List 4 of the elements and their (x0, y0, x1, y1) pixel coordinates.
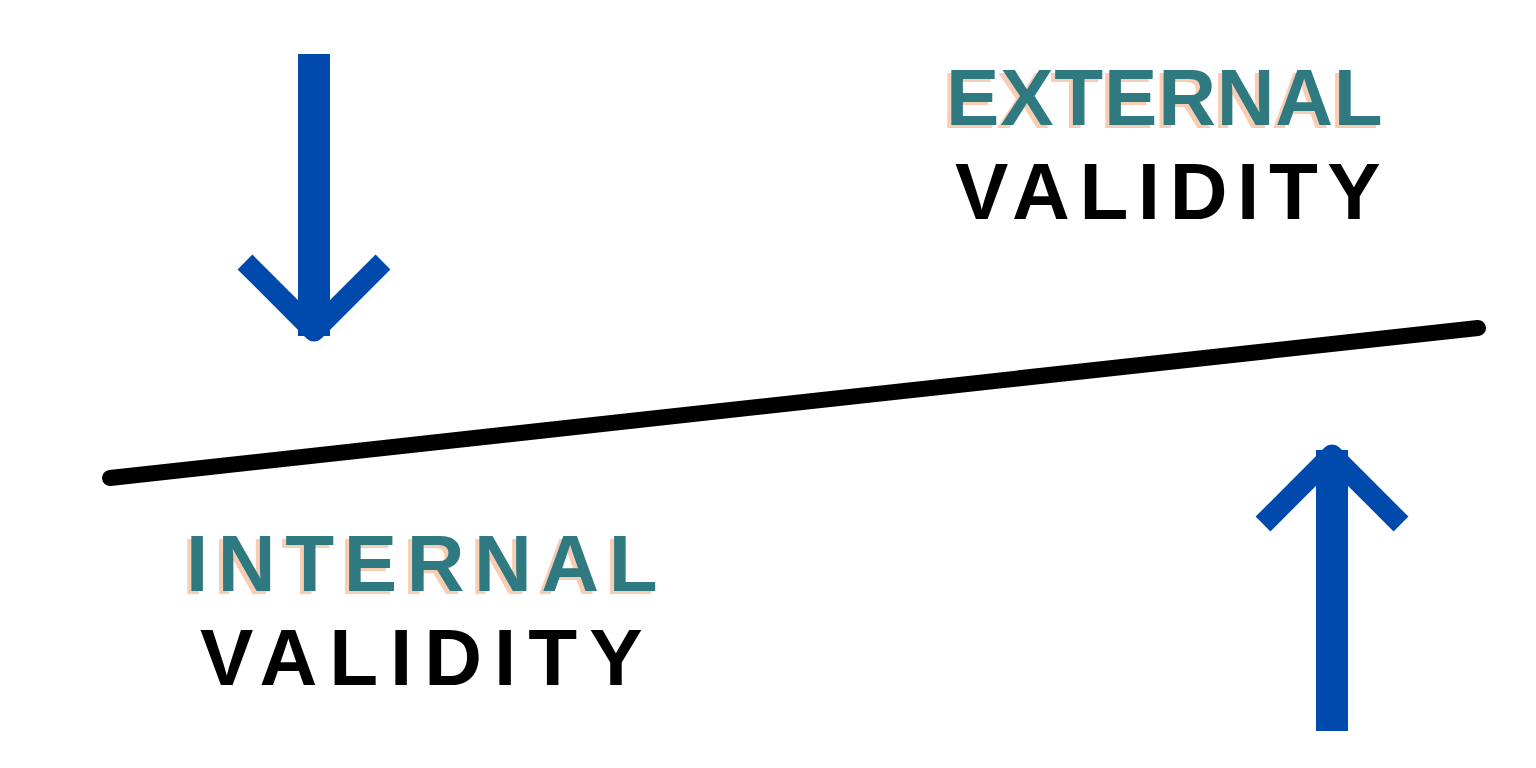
heading-text: INTERNAL (186, 524, 668, 604)
heading-text: EXTERNAL (946, 58, 1384, 138)
heading-text: VALIDITY (200, 618, 655, 698)
heading-text: VALIDITY (955, 152, 1391, 232)
